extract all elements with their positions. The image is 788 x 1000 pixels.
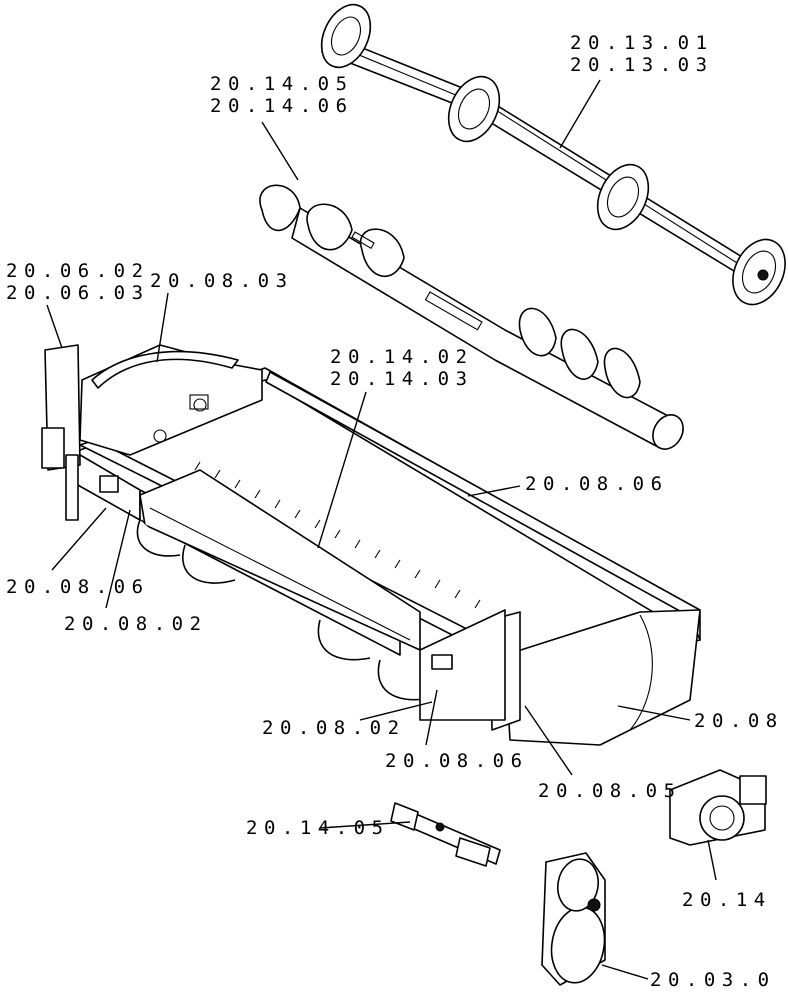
- ref-label-gearbox-right: 20.14: [682, 889, 772, 911]
- ref-label-reel-tube-b: 20.13.03: [570, 54, 714, 76]
- reel-flange-1: [320, 3, 372, 69]
- ref-label-right-panel-front: 20.08.06: [385, 750, 529, 772]
- reel-flange-2: [447, 75, 501, 143]
- reel-flange-3: [596, 163, 650, 231]
- ref-label-end-shield: 20.08.03: [150, 270, 294, 292]
- auger: [259, 184, 684, 450]
- ref-label-right-end: 20.08.05: [538, 780, 682, 802]
- gearbox-bottom: [541, 852, 606, 986]
- ref-label-finger-bar-a: 20.14.02: [330, 346, 474, 368]
- ref-label-right-panel-lower: 20.08.02: [262, 717, 406, 739]
- ref-label-driveshaft: 20.14.05: [246, 817, 390, 839]
- ref-label-auger-a: 20.14.05: [210, 73, 354, 95]
- reel-tube: [320, 3, 786, 306]
- header-frame: [41, 344, 701, 746]
- gearbox-right: [669, 769, 767, 846]
- ref-label-left-panel-lower: 20.08.02: [64, 613, 208, 635]
- ref-label-top-panel: 20.08.06: [525, 473, 669, 495]
- ref-label-gearbox-bottom: 20.03.0: [650, 969, 776, 991]
- leader-lines: [46, 79, 717, 980]
- ref-label-finger-bar-b: 20.14.03: [330, 368, 474, 390]
- ref-label-left-end-b: 20.06.03: [6, 282, 150, 304]
- ref-label-right-shield: 20.08: [694, 710, 784, 732]
- driveshaft: [390, 802, 501, 867]
- reel-flange-4: [732, 238, 786, 306]
- ref-label-auger-b: 20.14.06: [210, 95, 354, 117]
- ref-label-left-end-a: 20.06.02: [6, 260, 150, 282]
- ref-label-reel-tube-a: 20.13.01: [570, 32, 714, 54]
- ref-label-left-panel-front: 20.08.06: [6, 576, 150, 598]
